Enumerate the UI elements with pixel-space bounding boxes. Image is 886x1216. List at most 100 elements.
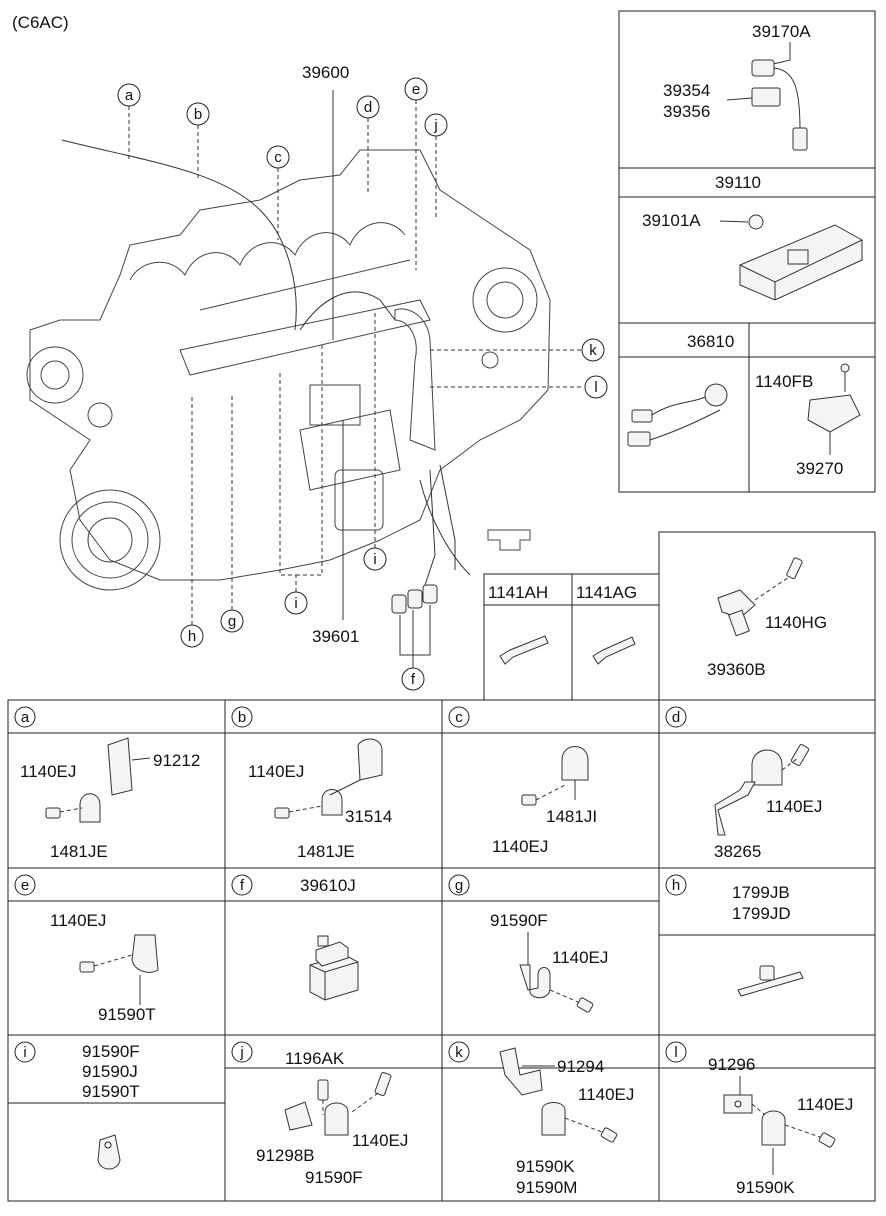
svg-text:g: g bbox=[455, 877, 463, 894]
svg-text:k: k bbox=[589, 342, 597, 359]
callout-e: e bbox=[404, 77, 428, 101]
bolts-panel: 1141AH 1141AG 1140HG 39360B bbox=[483, 531, 876, 701]
part-39101A: 39101A bbox=[642, 211, 701, 230]
callout-k: k bbox=[581, 338, 605, 362]
detail-cell-k: k 91294 1140EJ 91590K 91590M bbox=[448, 1041, 634, 1197]
detail-cell-d: d 1140EJ 38265 bbox=[665, 706, 822, 861]
part-1140HG: 1140HG bbox=[765, 613, 827, 632]
svg-text:l: l bbox=[674, 1044, 677, 1061]
callout-a: a bbox=[117, 83, 141, 107]
callout-i-lower: i bbox=[284, 591, 308, 615]
part-36810: 36810 bbox=[687, 332, 734, 351]
detail-cell-e: e 1140EJ 91590T bbox=[14, 874, 159, 1024]
svg-text:31514: 31514 bbox=[345, 807, 392, 826]
callout-i-upper: i bbox=[363, 547, 387, 571]
svg-text:91212: 91212 bbox=[153, 751, 200, 770]
svg-text:1481JE: 1481JE bbox=[297, 842, 355, 861]
detail-cell-i: i 91590F 91590J 91590T bbox=[14, 1041, 140, 1170]
detail-cell-a: a 91212 1140EJ 1481JE bbox=[14, 706, 200, 861]
svg-text:1140EJ: 1140EJ bbox=[248, 762, 304, 781]
svg-text:91590F: 91590F bbox=[305, 1168, 363, 1187]
bolt-header-1141AH: 1141AH bbox=[488, 583, 548, 602]
callout-c: c bbox=[266, 145, 290, 169]
svg-text:91590T: 91590T bbox=[98, 1005, 156, 1024]
svg-text:91590F: 91590F bbox=[82, 1042, 140, 1061]
svg-text:k: k bbox=[455, 1044, 463, 1061]
svg-text:1140EJ: 1140EJ bbox=[352, 1131, 408, 1150]
main-leader-lines bbox=[128, 90, 581, 668]
svg-text:i: i bbox=[294, 595, 297, 612]
svg-text:91294: 91294 bbox=[557, 1057, 604, 1076]
svg-text:1196AK: 1196AK bbox=[285, 1049, 345, 1068]
svg-text:1140EJ: 1140EJ bbox=[552, 948, 608, 967]
detail-cell-j: j 1196AK 1140EJ 91298B 91590F bbox=[231, 1041, 408, 1187]
svg-text:91590T: 91590T bbox=[82, 1082, 140, 1101]
detail-cell-h: h 1799JB 1799JD bbox=[665, 874, 804, 997]
part-1140FB: 1140FB bbox=[755, 372, 813, 391]
callout-g: g bbox=[220, 609, 244, 633]
svg-text:91296: 91296 bbox=[708, 1055, 755, 1074]
part-39601: 39601 bbox=[312, 627, 359, 646]
svg-text:a: a bbox=[125, 87, 134, 104]
svg-text:a: a bbox=[21, 709, 30, 726]
part-39356: 39356 bbox=[663, 102, 710, 121]
part-39354: 39354 bbox=[663, 81, 710, 100]
svg-text:91298B: 91298B bbox=[256, 1146, 315, 1165]
detail-grid bbox=[7, 699, 876, 1202]
callout-f: f bbox=[401, 667, 425, 691]
detail-cell-c: c 1481JI 1140EJ bbox=[448, 706, 597, 856]
svg-text:91590J: 91590J bbox=[82, 1062, 138, 1081]
svg-text:d: d bbox=[364, 99, 372, 116]
svg-text:d: d bbox=[672, 709, 680, 726]
svg-text:c: c bbox=[455, 709, 463, 726]
svg-text:1799JD: 1799JD bbox=[732, 904, 791, 923]
svg-text:i: i bbox=[23, 1044, 26, 1061]
svg-text:91590K: 91590K bbox=[736, 1178, 795, 1197]
svg-text:91590F: 91590F bbox=[490, 911, 548, 930]
svg-text:e: e bbox=[21, 877, 29, 894]
part-39170A: 39170A bbox=[752, 22, 811, 41]
svg-text:1140EJ: 1140EJ bbox=[20, 762, 76, 781]
callout-j: j bbox=[424, 113, 448, 137]
svg-text:j: j bbox=[239, 1044, 243, 1061]
right-sensor-panel: 39170A 39354 39356 39110 39101A 36810 11… bbox=[618, 10, 876, 493]
svg-text:1799JB: 1799JB bbox=[732, 883, 790, 902]
part-39270: 39270 bbox=[796, 459, 843, 478]
callout-h: h bbox=[180, 624, 204, 648]
svg-text:1481JE: 1481JE bbox=[50, 842, 108, 861]
svg-text:1140EJ: 1140EJ bbox=[766, 797, 822, 816]
svg-text:i: i bbox=[373, 551, 376, 568]
detail-cell-f: f 39610J bbox=[231, 874, 359, 1001]
svg-text:1140EJ: 1140EJ bbox=[797, 1095, 853, 1114]
callout-b: b bbox=[186, 102, 210, 126]
svg-text:h: h bbox=[188, 628, 196, 645]
callout-l: l bbox=[584, 375, 608, 399]
part-39600: 39600 bbox=[302, 63, 349, 82]
svg-text:1481JI: 1481JI bbox=[546, 807, 597, 826]
svg-text:g: g bbox=[228, 613, 236, 630]
svg-text:e: e bbox=[412, 81, 420, 98]
model-code: (C6AC) bbox=[12, 13, 69, 32]
svg-text:1140EJ: 1140EJ bbox=[492, 837, 548, 856]
svg-text:b: b bbox=[238, 709, 246, 726]
svg-text:91590M: 91590M bbox=[516, 1178, 577, 1197]
bolt-header-1141AG: 1141AG bbox=[576, 583, 637, 602]
svg-text:38265: 38265 bbox=[714, 842, 761, 861]
svg-text:c: c bbox=[274, 149, 282, 166]
callout-d: d bbox=[356, 95, 380, 119]
svg-text:h: h bbox=[672, 877, 680, 894]
svg-text:l: l bbox=[594, 379, 597, 396]
svg-text:39610J: 39610J bbox=[300, 876, 356, 895]
svg-text:j: j bbox=[433, 117, 437, 134]
svg-text:f: f bbox=[411, 671, 416, 688]
svg-text:91590K: 91590K bbox=[516, 1157, 575, 1176]
engine-illustration bbox=[26, 139, 551, 614]
svg-text:b: b bbox=[194, 106, 202, 123]
detail-cell-g: g 91590F 1140EJ bbox=[448, 874, 608, 1013]
detail-cell-l: l 91296 1140EJ 91590K bbox=[665, 1041, 853, 1197]
part-39360B: 39360B bbox=[707, 660, 766, 679]
detail-cell-b: b 1140EJ 31514 1481JE bbox=[231, 706, 392, 861]
svg-text:1140EJ: 1140EJ bbox=[50, 911, 106, 930]
